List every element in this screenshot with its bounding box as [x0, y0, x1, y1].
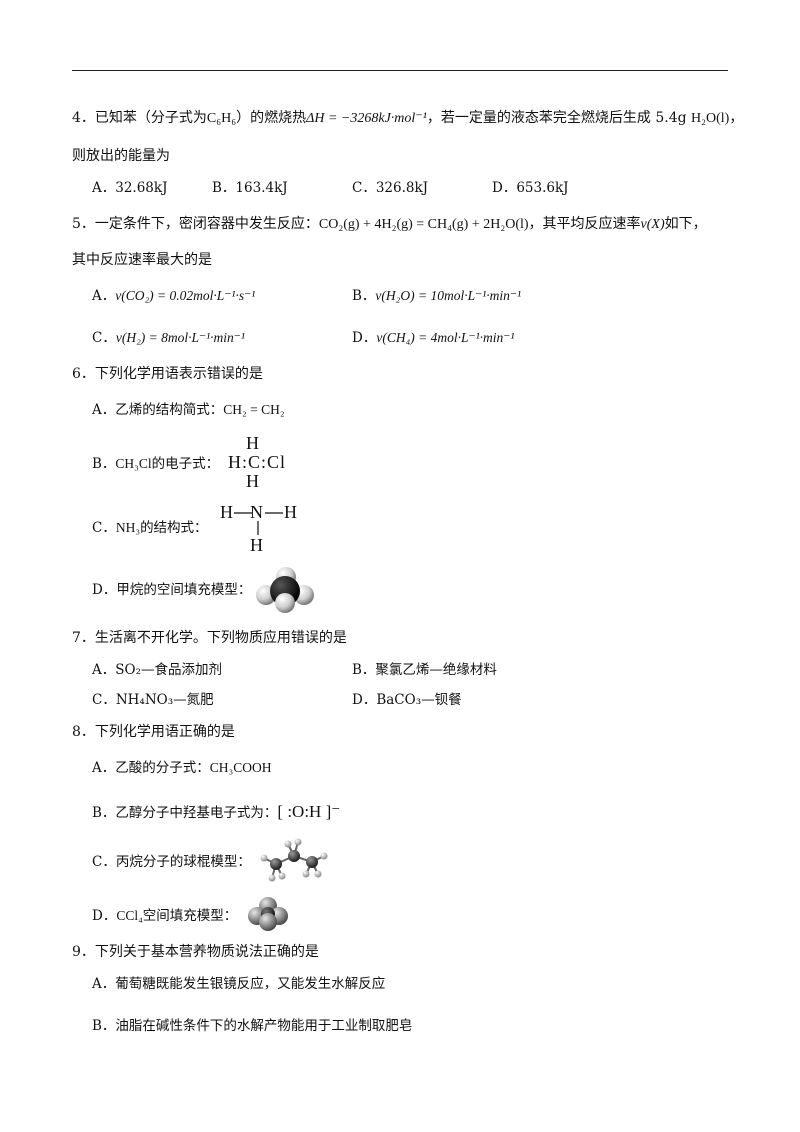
q5-option-c[interactable]: C．v(H₂) = 8mol·L⁻¹·min⁻¹ [92, 328, 245, 348]
q5-stem: 5．一定条件下，密闭容器中发生反应：CO₂(g) + 4H₂(g) = CH₄(… [72, 214, 707, 235]
q6-option-c-text: 的结构式： [140, 520, 208, 536]
q5-option-c-letter: C． [92, 330, 116, 346]
q4-option-a[interactable]: A．32.68kJ [92, 180, 168, 196]
q6-option-d-text: D．甲烷的空间填充模型： [92, 582, 252, 598]
q6-option-a[interactable]: A．乙烯的结构简式：CH₂ = CH₂ [92, 400, 285, 420]
q6-option-c[interactable]: C．NH₃的结构式： [92, 518, 208, 538]
q8-option-a-text: A．乙酸的分子式： [92, 760, 210, 776]
q6-b-lewis-top-h: H [246, 433, 259, 453]
q6-c-bond-down [257, 521, 259, 535]
q6-option-c-formula: NH₃ [115, 520, 141, 535]
q5-option-b[interactable]: B．v(H₂O) = 10mol·L⁻¹·min⁻¹ [352, 286, 521, 306]
q6-option-c-letter: C． [92, 520, 116, 536]
q5-option-d-letter: D． [352, 330, 377, 346]
q5-option-b-letter: B． [352, 288, 376, 304]
q4-text-1: 4．已知苯（分子式为 [72, 110, 207, 126]
q9-option-a[interactable]: A．葡萄糖既能发生银镜反应，又能发生水解反应 [92, 976, 386, 992]
q5-stem-line2: 其中反应速率最大的是 [72, 252, 212, 268]
q7-option-a[interactable]: A．SO₂—食品添加剂 [92, 662, 222, 678]
q6-option-b-formula: CH₃Cl [115, 456, 152, 471]
q6-c-struct-center-n: N [250, 502, 263, 522]
q6-c-bond-left [234, 512, 252, 514]
q6-option-a-formula: CH₂ = CH₂ [223, 402, 285, 417]
q4-formula-benzene: C₆H₆ [206, 111, 237, 126]
q5-option-a-expr: v(CO₂) = 0.02mol·L⁻¹·s⁻¹ [115, 288, 256, 303]
q8-option-a-formula: CH₃COOH [209, 760, 272, 775]
q4-text-3: ，若一定量的液态苯完全燃烧后生成 5.4g [426, 110, 687, 126]
q5-option-a[interactable]: A．v(CO₂) = 0.02mol·L⁻¹·s⁻¹ [92, 286, 255, 306]
q5-option-d-expr: v(CH₄) = 4mol·L⁻¹·min⁻¹ [376, 330, 515, 345]
q6-stem: 6．下列化学用语表示错误的是 [72, 366, 263, 382]
q6-option-b-letter: B． [92, 456, 116, 472]
q5-option-b-expr: v(H₂O) = 10mol·L⁻¹·min⁻¹ [375, 288, 522, 303]
q4-formula-water: H₂O(l) [691, 111, 730, 126]
q5-option-d[interactable]: D．v(CH₄) = 4mol·L⁻¹·min⁻¹ [352, 328, 514, 348]
q6-b-lewis-middle: H:C:Cl [228, 452, 287, 472]
q5-option-c-expr: v(H₂) = 8mol·L⁻¹·min⁻¹ [115, 330, 245, 345]
q8-option-b-text: B．乙醇分子中羟基电子式为： [92, 805, 278, 821]
q4-option-d[interactable]: D．653.6kJ [492, 180, 569, 196]
q4-option-b[interactable]: B．163.4kJ [212, 180, 288, 196]
q7-option-b[interactable]: B．聚氯乙烯—绝缘材料 [352, 662, 497, 678]
q8-option-b[interactable]: B．乙醇分子中羟基电子式为：[ :O:H ]⁻ [92, 802, 340, 823]
q6-option-d[interactable]: D．甲烷的空间填充模型： [92, 580, 251, 600]
q8-option-d[interactable]: D．CCl₄空间填充模型： [92, 906, 237, 926]
q6-option-b-text: 的电子式： [151, 456, 220, 472]
q4-text-2: ）的燃烧热 [236, 110, 307, 126]
q5-text-3: 如下， [664, 216, 707, 232]
header-rule [72, 70, 728, 71]
q4-enthalpy: ΔH = −3268kJ·mol⁻¹ [306, 111, 427, 126]
q4-text-4: ， [729, 110, 744, 126]
q8-option-c[interactable]: C．丙烷分子的球棍模型： [92, 852, 251, 872]
q8-option-d-formula: CCl₄ [116, 908, 143, 923]
q7-option-d[interactable]: D．BaCO₃—钡餐 [352, 692, 462, 708]
q8-option-d-text: 空间填充模型： [142, 908, 238, 924]
q6-option-a-text: A．乙烯的结构简式： [92, 402, 224, 418]
q9-option-b[interactable]: B．油脂在碱性条件下的水解产物能用于工业制取肥皂 [92, 1018, 413, 1034]
q7-stem: 7．生活离不开化学。下列物质应用错误的是 [72, 630, 347, 646]
q5-text-1: 5．一定条件下，密闭容器中发生反应： [72, 216, 319, 232]
q5-reaction: CO₂(g) + 4H₂(g) = CH₄(g) + 2H₂O(l) [318, 217, 529, 232]
methane-space-filling-model-icon [256, 567, 314, 613]
q5-rate-symbol: v(X) [640, 217, 665, 232]
q5-text-2: ，其平均反应速率 [528, 216, 641, 232]
q6-b-lewis-bottom-h: H [246, 471, 259, 491]
q8-option-d-letter: D． [92, 908, 117, 924]
q6-c-bond-right [265, 512, 283, 514]
q5-option-a-letter: A． [92, 288, 116, 304]
q6-option-b[interactable]: B．CH₃Cl的电子式： [92, 454, 219, 474]
q6-c-struct-right-h: H [284, 502, 297, 522]
q8-option-a[interactable]: A．乙酸的分子式：CH₃COOH [92, 758, 271, 778]
q8-option-c-text: C．丙烷分子的球棍模型： [92, 854, 251, 870]
propane-ball-stick-model-icon [260, 838, 328, 882]
ccl4-space-filling-model-icon [248, 897, 288, 931]
q4-stem: 4．已知苯（分子式为C₆H₆）的燃烧热ΔH = −3268kJ·mol⁻¹，若一… [72, 108, 743, 129]
q4-stem-line2: 则放出的能量为 [72, 148, 170, 164]
q7-option-c[interactable]: C．NH₄NO₃—氮肥 [92, 692, 214, 708]
q6-c-struct-left-h: H [220, 502, 233, 522]
q4-option-c[interactable]: C．326.8kJ [352, 180, 429, 196]
q8-stem: 8．下列化学用语正确的是 [72, 724, 235, 740]
q9-stem: 9．下列关于基本营养物质说法正确的是 [72, 944, 319, 960]
q6-c-struct-bottom-h: H [250, 535, 263, 555]
q8-option-b-lewis: [ :O:H ]⁻ [277, 802, 341, 821]
